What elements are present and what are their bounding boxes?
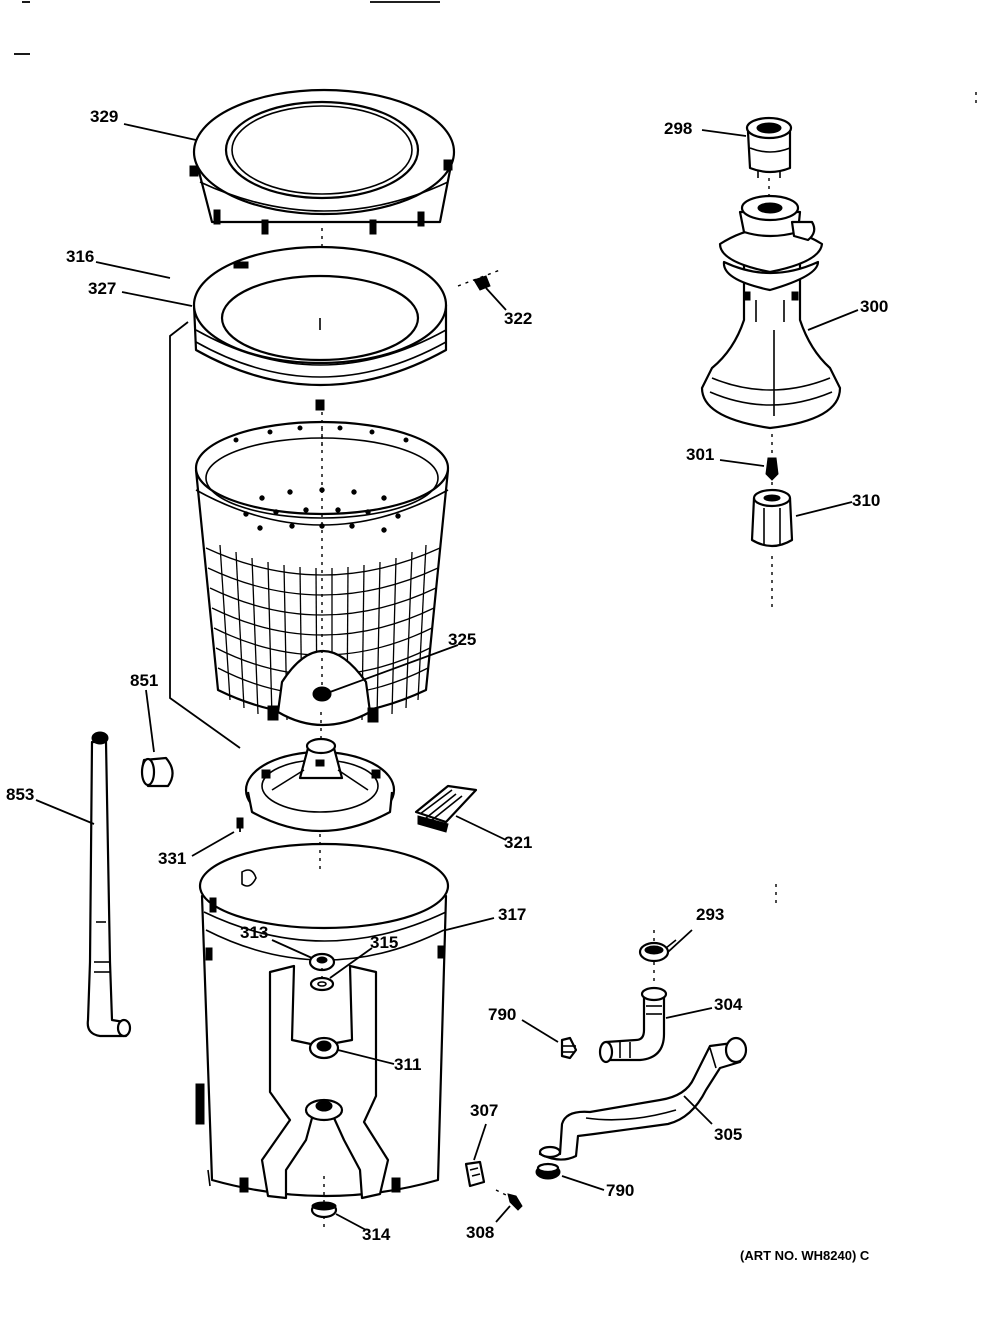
label-293: 293: [696, 905, 724, 924]
part-317-outer-tub: [195, 842, 450, 1200]
part-790-clip-lower: [535, 1162, 561, 1180]
label-308: 308: [466, 1223, 494, 1242]
part-853-hose: [86, 731, 132, 1038]
part-321-pad: [414, 784, 478, 833]
label-325: 325: [448, 630, 476, 649]
part-327-balance-ring: [192, 245, 448, 411]
part-305-drain-hose: [538, 1036, 748, 1161]
label-322: 322: [504, 309, 532, 328]
label-316: 316: [66, 247, 94, 266]
label-307: 307: [470, 1101, 498, 1120]
label-321: 321: [504, 833, 532, 852]
label-310: 310: [852, 491, 880, 510]
part-311-seal: [308, 1036, 340, 1060]
part-301-bolt: [765, 457, 779, 481]
label-853: 853: [6, 785, 34, 804]
alignment-lines: [319, 92, 977, 1232]
label-305: 305: [714, 1125, 742, 1144]
part-314-bearing: [310, 1201, 338, 1219]
label-314: 314: [362, 1225, 391, 1244]
label-331: 331: [158, 849, 186, 868]
scan-marks: [14, 1, 440, 55]
part-325-wash-basket: [194, 420, 450, 726]
label-301: 301: [686, 445, 714, 464]
bracket-316: [169, 321, 241, 749]
part-315-washer: [309, 976, 335, 992]
label-317: 317: [498, 905, 526, 924]
part-851-cap: [140, 756, 174, 788]
art-number: (ART NO. WH8240) C: [740, 1248, 870, 1263]
label-304: 304: [714, 995, 743, 1014]
part-331-basket-hub: [236, 737, 396, 832]
part-790-clip-upper: [560, 1036, 578, 1060]
label-313: 313: [240, 923, 268, 942]
part-labels: 329 327 322 316 325 851 853 331 321 317 …: [6, 107, 888, 1263]
part-304-elbow-hose: [598, 986, 668, 1064]
leader-lines: [35, 123, 859, 1231]
part-313-nut: [308, 952, 336, 972]
part-322-screw: [473, 275, 491, 291]
label-790-lower: 790: [606, 1181, 634, 1200]
label-851: 851: [130, 671, 158, 690]
label-327: 327: [88, 279, 116, 298]
part-307-bracket: [464, 1160, 486, 1188]
part-298-agitator-cap: [745, 116, 793, 178]
part-308-screw: [507, 1193, 523, 1211]
label-311: 311: [394, 1055, 421, 1074]
part-329-tub-cover: [189, 88, 456, 235]
label-790-upper: 790: [488, 1005, 516, 1024]
label-300: 300: [860, 297, 888, 316]
part-310-coupling: [750, 488, 794, 548]
part-300-agitator: [700, 194, 842, 430]
label-298: 298: [664, 119, 692, 138]
label-315: 315: [370, 933, 398, 952]
label-329: 329: [90, 107, 118, 126]
